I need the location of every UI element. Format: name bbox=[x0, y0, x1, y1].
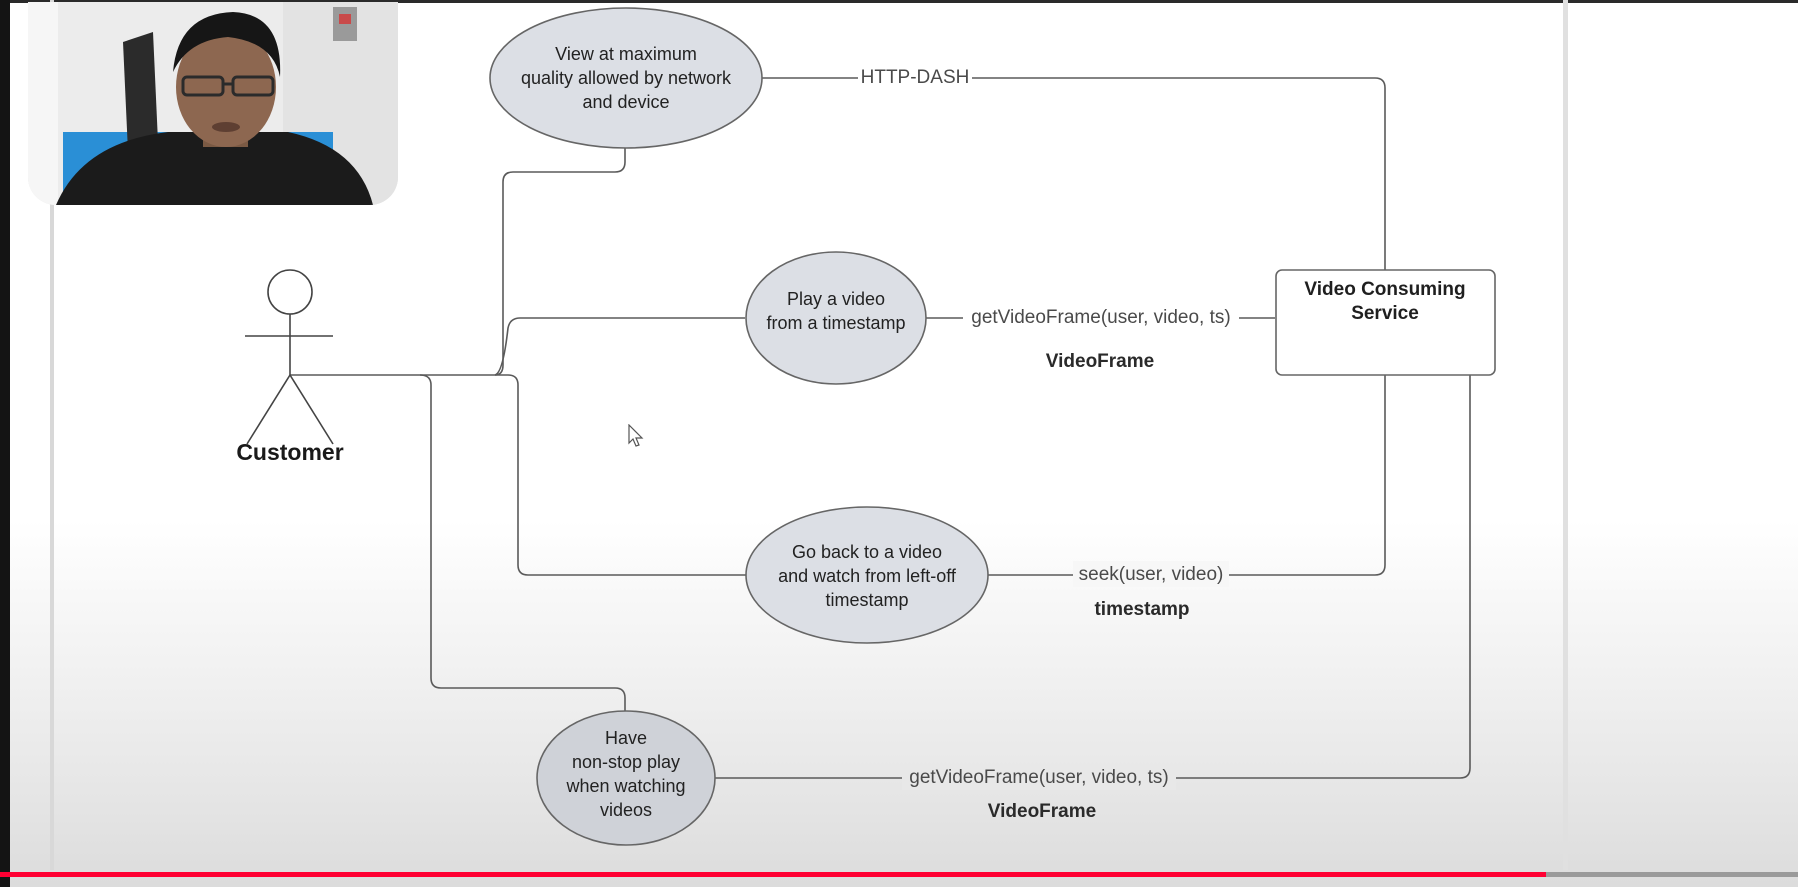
edge-label-http-dash: HTTP-DASH bbox=[861, 67, 970, 88]
video-progress-bar[interactable] bbox=[0, 872, 1798, 877]
connector-actor-play bbox=[494, 317, 745, 376]
use-case-view-quality-line-2: quality allowed by network bbox=[521, 68, 732, 88]
use-case-non-stop-line-3: when watching bbox=[565, 776, 685, 796]
connector-http-dash bbox=[762, 77, 1386, 270]
use-case-play-timestamp: Play a video from a timestamp bbox=[745, 251, 927, 385]
top-edge bbox=[0, 0, 1798, 3]
canvas-border-left bbox=[50, 0, 54, 870]
use-case-go-back-line-2: and watch from left-off bbox=[778, 566, 957, 586]
use-case-non-stop-line-1: Have bbox=[605, 728, 647, 748]
presenter-webcam bbox=[28, 2, 398, 205]
edge-return-timestamp: timestamp bbox=[1094, 599, 1189, 620]
use-case-non-stop-line-4: videos bbox=[600, 800, 652, 820]
connector-seek bbox=[987, 375, 1386, 576]
edge-return-videoframe-1: VideoFrame bbox=[1046, 351, 1154, 372]
use-case-play-timestamp-line-1: Play a video bbox=[787, 289, 885, 309]
service-label-line-2: Service bbox=[1351, 303, 1419, 324]
connector-actor-view bbox=[494, 148, 626, 376]
actor-label: Customer bbox=[236, 439, 343, 465]
use-case-go-back: Go back to a video and watch from left-o… bbox=[745, 506, 989, 644]
edge-label-get-frame-1: getVideoFrame(user, video, ts) bbox=[971, 307, 1230, 328]
use-case-go-back-line-3: timestamp bbox=[825, 590, 908, 610]
use-case-view-quality-line-1: View at maximum bbox=[555, 44, 697, 64]
video-consuming-service-box: Video Consuming Service bbox=[1275, 269, 1496, 376]
mouse-cursor-icon bbox=[628, 424, 644, 447]
edge-label-seek: seek(user, video) bbox=[1079, 564, 1224, 585]
connector-actor-goback bbox=[495, 374, 746, 576]
service-label-line-1: Video Consuming bbox=[1304, 279, 1465, 300]
left-edge bbox=[0, 0, 10, 887]
presenter-video-icon bbox=[28, 2, 398, 205]
use-case-non-stop: Have non-stop play when watching videos bbox=[536, 710, 716, 846]
use-case-view-quality-line-3: and device bbox=[582, 92, 669, 112]
use-case-play-timestamp-line-2: from a timestamp bbox=[766, 313, 905, 333]
video-progress-fill bbox=[0, 872, 1547, 877]
edge-return-videoframe-2: VideoFrame bbox=[988, 801, 1096, 822]
use-case-go-back-line-1: Go back to a video bbox=[792, 542, 942, 562]
connector-actor-nonstop bbox=[419, 374, 626, 712]
customer-actor-icon bbox=[245, 269, 334, 445]
edge-label-get-frame-2: getVideoFrame(user, video, ts) bbox=[909, 767, 1168, 788]
canvas-border-right bbox=[1563, 0, 1568, 870]
use-case-non-stop-line-2: non-stop play bbox=[572, 752, 680, 772]
connector-get-frame-2 bbox=[713, 375, 1471, 779]
use-case-view-quality: View at maximum quality allowed by netwo… bbox=[489, 7, 763, 149]
